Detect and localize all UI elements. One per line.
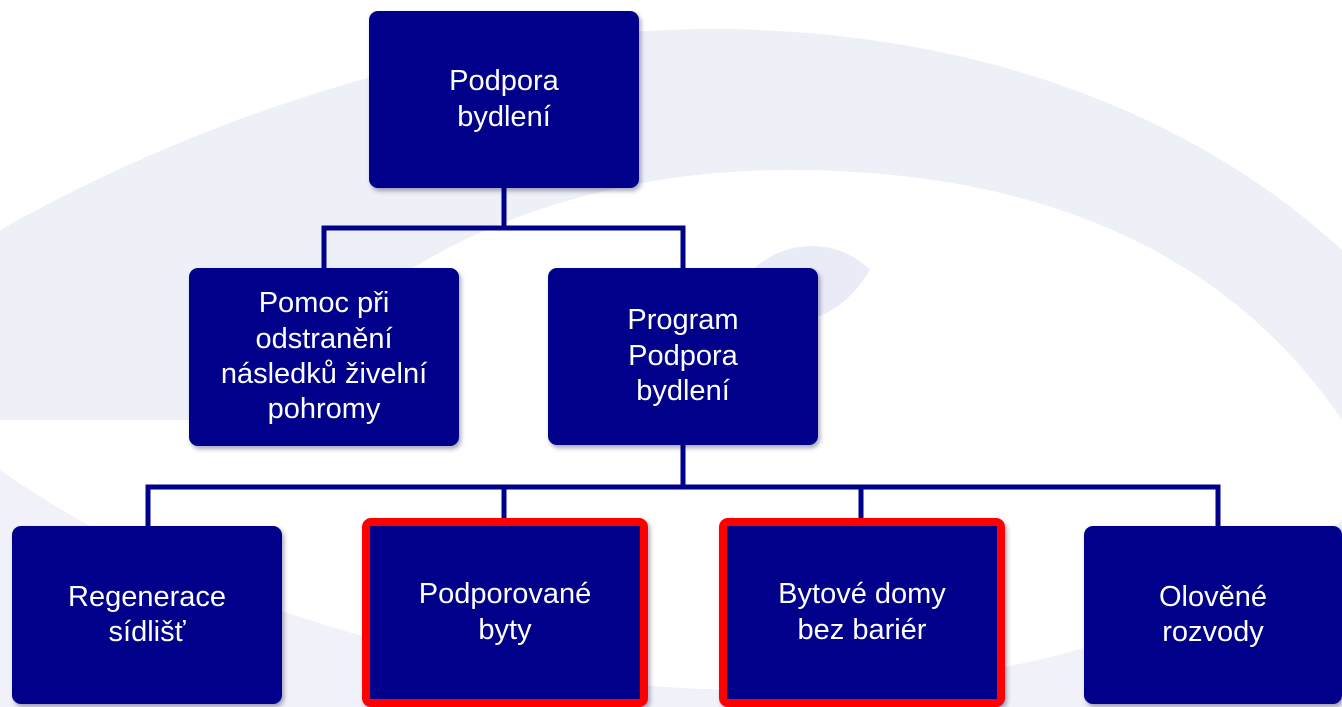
node-olovene-rozvody: Olověné rozvody bbox=[1084, 526, 1342, 704]
node-label: Olověné rozvody bbox=[1158, 580, 1267, 648]
node-podporovane-byty: Podporované byty bbox=[362, 518, 648, 707]
node-label: Podpora bydlení bbox=[449, 65, 559, 133]
node-bytove-domy-bez-barier: Bytové domy bez bariér bbox=[719, 518, 1005, 707]
node-pomoc-pri-odstraneni: Pomoc při odstranění následků živelní po… bbox=[189, 268, 459, 446]
watermark-swirl-lower bbox=[0, 470, 1342, 707]
node-regenerace-sidlist: Regenerace sídlišť bbox=[12, 526, 282, 704]
node-label: Regenerace sídlišť bbox=[68, 580, 226, 648]
node-label: Podporované byty bbox=[418, 578, 592, 646]
node-program-podpora-bydleni: Program Podpora bydlení bbox=[548, 268, 818, 445]
node-label: Program Podpora bydlení bbox=[627, 304, 739, 408]
node-podpora-bydleni: Podpora bydlení bbox=[369, 11, 639, 188]
node-label: Bytové domy bez bariér bbox=[778, 578, 946, 646]
node-label: Pomoc při odstranění následků živelní po… bbox=[220, 287, 428, 426]
